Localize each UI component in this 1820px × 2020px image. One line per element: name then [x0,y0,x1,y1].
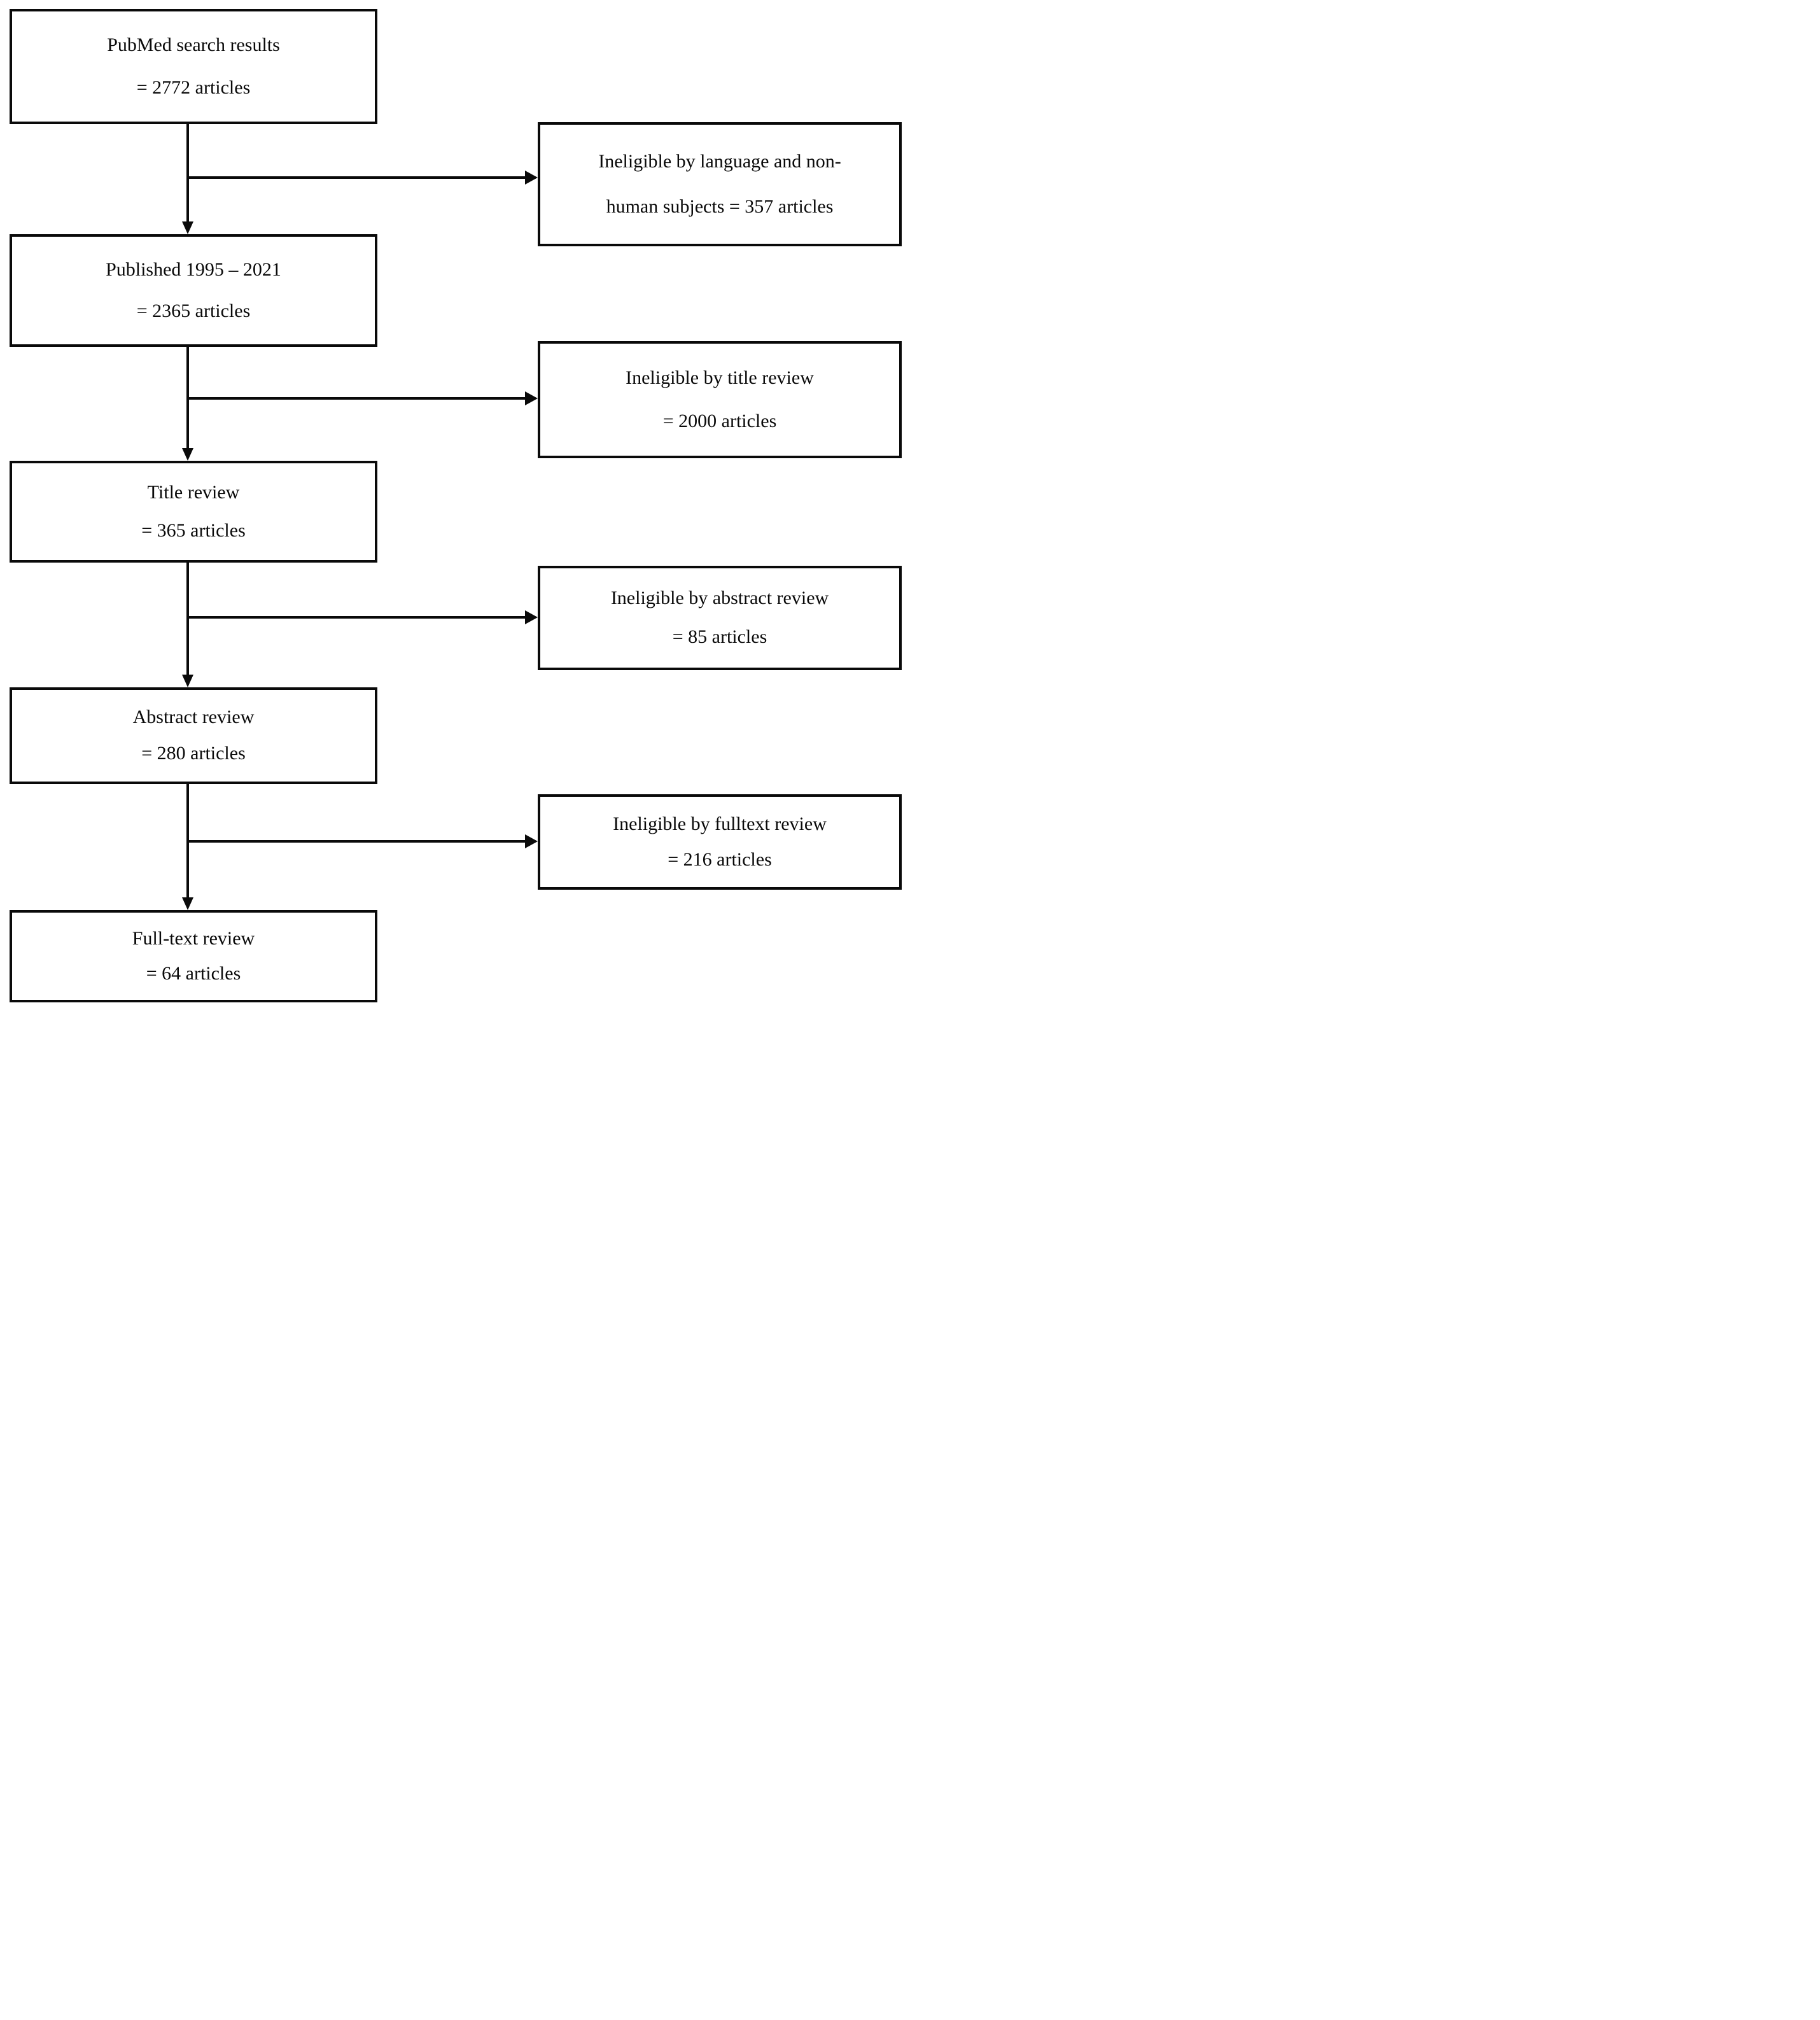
stage-count: = 64 articles [146,962,241,984]
exclusion-box-abstract-review: Ineligible by abstract review = 85 artic… [538,566,902,670]
stage-count: = 2772 articles [136,76,251,98]
arrow-right-icon [525,171,538,185]
stage-count: = 280 articles [141,743,246,764]
stage-box-published-1995-2021: Published 1995 – 2021 = 2365 articles [10,234,377,347]
stage-label: PubMed search results [107,34,280,55]
exclusion-text-line1: Ineligible by fulltext review [613,813,827,834]
stage-box-abstract-review: Abstract review = 280 articles [10,687,377,784]
arrow-down-icon [182,221,193,234]
stage-box-pubmed-search-results: PubMed search results = 2772 articles [10,9,377,124]
arrow-down-icon [182,448,193,461]
connector-branch-1 [188,176,525,179]
connector-branch-2 [188,397,525,400]
arrow-down-icon [182,897,193,910]
connector-vertical-3 [186,563,189,675]
exclusion-text-line1: Ineligible by language and non- [598,150,841,172]
exclusion-box-fulltext-review: Ineligible by fulltext review = 216 arti… [538,794,902,890]
arrow-right-icon [525,610,538,624]
connector-branch-4 [188,840,525,843]
stage-count: = 365 articles [141,519,246,541]
stage-label: Title review [147,482,240,503]
connector-branch-3 [188,616,525,619]
exclusion-text-line2: human subjects = 357 articles [606,195,834,217]
stage-label: Published 1995 – 2021 [106,258,281,280]
arrow-right-icon [525,834,538,848]
stage-count: = 2365 articles [136,300,251,321]
exclusion-text-line2: = 85 articles [672,626,767,648]
arrow-right-icon [525,391,538,405]
exclusion-text-line2: = 2000 articles [662,410,777,431]
exclusion-box-language-nonhuman: Ineligible by language and non- human su… [538,122,902,246]
stage-label: Abstract review [132,706,255,728]
exclusion-text-line1: Ineligible by title review [626,367,814,388]
arrow-down-icon [182,675,193,687]
stage-label: Full-text review [132,928,255,949]
exclusion-text-line2: = 216 articles [668,848,772,870]
connector-vertical-1 [186,124,189,221]
article-screening-flow-diagram: PubMed search results = 2772 articles Pu… [0,0,910,1010]
stage-box-title-review: Title review = 365 articles [10,461,377,563]
exclusion-text-line1: Ineligible by abstract review [610,587,829,609]
stage-box-fulltext-review: Full-text review = 64 articles [10,910,377,1002]
exclusion-box-title-review: Ineligible by title review = 2000 articl… [538,341,902,458]
